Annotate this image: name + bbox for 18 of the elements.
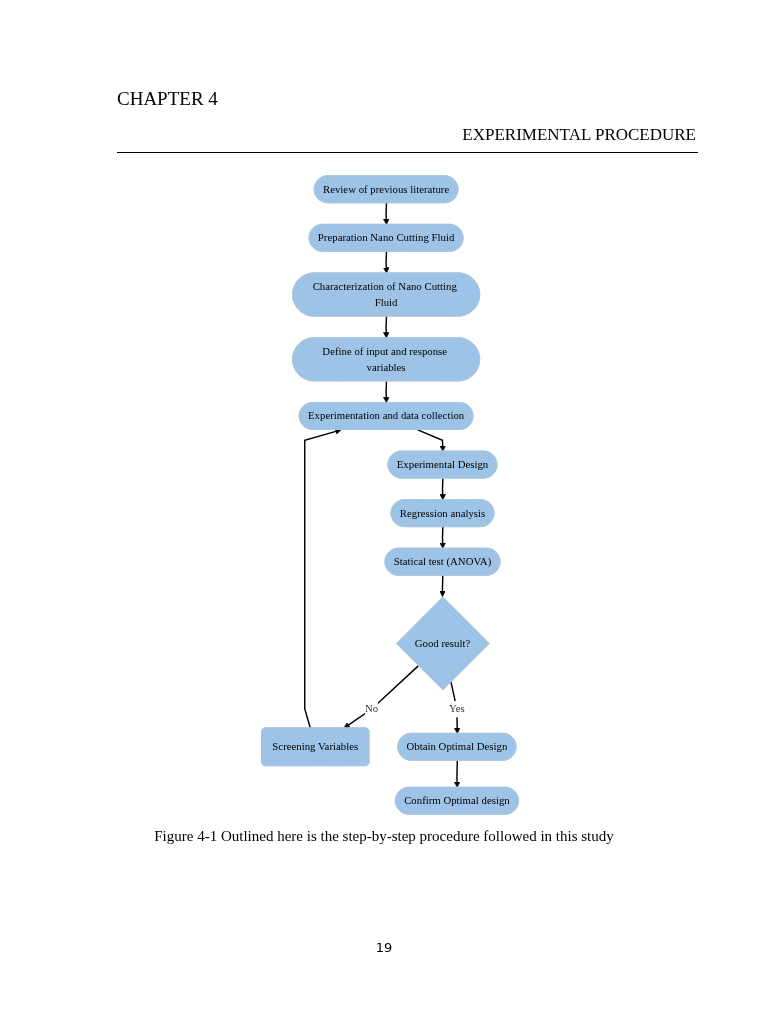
figure-caption: Figure 4-1 Outlined here is the step-by-step procedure followed in this study bbox=[153, 828, 615, 845]
arrow bbox=[439, 574, 446, 598]
arrow bbox=[383, 380, 390, 404]
node-diamond: Good result? bbox=[395, 596, 490, 691]
arrow bbox=[343, 665, 419, 729]
arrow bbox=[383, 202, 390, 225]
arrow bbox=[383, 250, 390, 274]
arrow bbox=[417, 429, 446, 452]
page-number: 19 bbox=[374, 940, 394, 955]
edge-label: No bbox=[365, 703, 379, 715]
arrow bbox=[383, 315, 390, 339]
arrow bbox=[304, 428, 342, 729]
chapter-heading: CHAPTER 4 bbox=[117, 88, 218, 110]
arrow bbox=[439, 526, 446, 549]
edge-label: Yes bbox=[449, 703, 465, 715]
arrow bbox=[439, 477, 446, 501]
section-heading: EXPERIMENTAL PROCEDURE bbox=[462, 125, 696, 145]
arrow bbox=[453, 759, 461, 788]
